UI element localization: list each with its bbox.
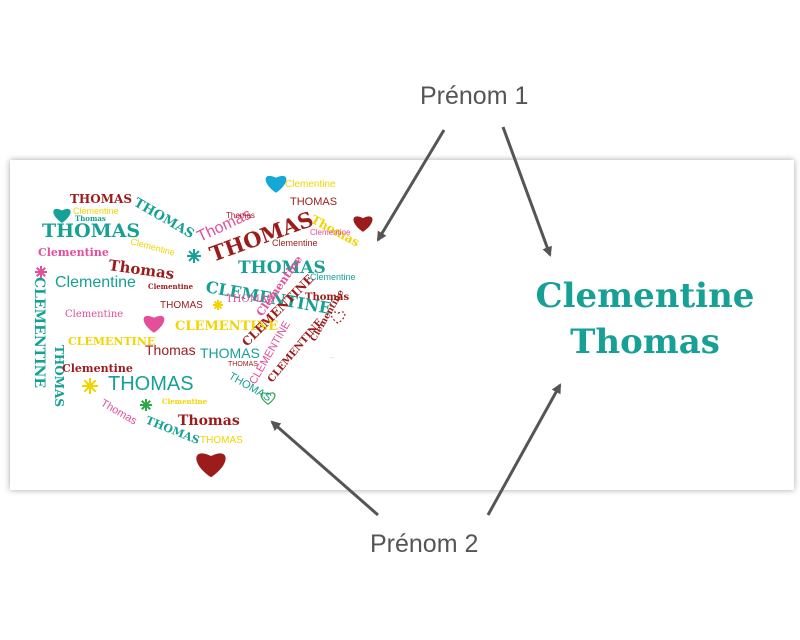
word-cloud-word: THOMAS [52,345,66,407]
word-cloud-word: Thomas [75,214,106,223]
word-cloud-word: CLEMENTINE [68,335,155,348]
mug-names-text: Clementine Thomas [500,273,790,365]
mug-first-name: Clementine [535,276,755,316]
first-name-callout: Prénom 1 [420,82,529,110]
word-cloud-word: Clementine [310,228,351,237]
word-cloud-word: Clementine [62,362,133,375]
word-cloud-word: THOMAS [330,356,335,359]
word-cloud-word: Thomas [145,342,196,358]
word-cloud-word: THOMAS [108,373,194,395]
word-cloud-word: Clementine [65,309,123,320]
heart-icon [265,175,287,193]
word-cloud-word: THOMAS [200,345,260,361]
word-cloud-word: Clementine [285,179,336,190]
word-cloud-word: THOMAS [238,258,326,278]
heart-outline-icon [260,392,276,405]
word-cloud-word: Clementine [272,238,318,248]
word-cloud-word: Clementine [38,246,109,259]
mug-preview-panel [10,160,794,490]
star-icon [82,378,98,394]
word-cloud-word: THOMAS [226,294,274,305]
heart-icon [196,453,226,478]
word-cloud-word: Clementine [310,272,356,282]
heart-icon [53,208,71,223]
heart-icon [143,315,165,333]
word-cloud-word: THOMAS [228,361,258,368]
arrow-prenom1-to-mug [501,126,552,257]
word-cloud-word: Clementine [55,274,136,291]
word-cloud-word: THOMAS [42,220,140,242]
word-cloud-word: CLEMENTINE [31,277,47,388]
arrow-prenom2-to-mug [486,383,562,516]
word-cloud-word: THOMAS [200,435,243,446]
arrow-prenom2-to-cloud [270,420,379,517]
word-cloud-word: THOMAS [290,196,337,208]
word-cloud-word: CLEMENTINE [175,319,278,334]
word-cloud-word: THOMAS [160,300,203,311]
word-cloud-word: Clementine [73,206,119,216]
word-cloud-word: Clementine [162,397,208,406]
word-cloud-word: Thomas [305,292,349,303]
word-cloud-word: Thomas [226,211,255,220]
star-icon [187,249,201,263]
second-name-callout: Prénom 2 [370,530,479,558]
heart-outline-icon [330,311,346,324]
star-icon [213,300,223,310]
star-icon [35,266,47,278]
word-cloud-word: Clementine [148,282,194,291]
heart-icon [353,216,373,232]
arrow-prenom1-to-cloud [376,129,446,242]
star-icon [140,399,152,411]
word-cloud-word: Thomas [178,413,240,429]
word-cloud-word: THOMAS [70,192,132,206]
mug-second-name: Thomas [570,322,720,362]
